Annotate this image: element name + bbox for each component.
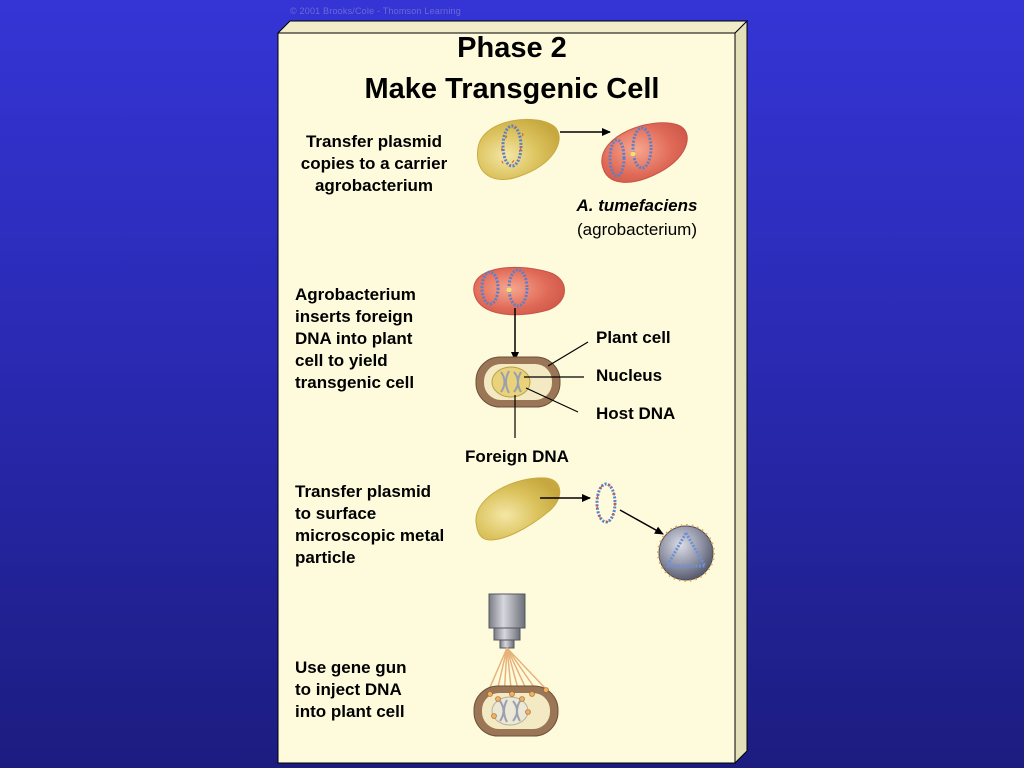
agrobacterium-2: [473, 266, 565, 316]
title-line-2: Make Transgenic Cell: [365, 73, 660, 105]
agrobacterium-1: [601, 122, 688, 183]
step-1-line-3: agrobacterium: [315, 176, 433, 195]
step-2-line-3: DNA into plant: [295, 329, 413, 348]
step-1-line-1: Transfer plasmid: [306, 132, 442, 151]
step-2-line-1: Agrobacterium: [295, 285, 416, 304]
carrier-bacterium-2: [475, 477, 561, 541]
gene-gun-icon: [488, 593, 526, 649]
step-4-line-2: to inject DNA: [295, 680, 402, 699]
species-common-label: (agrobacterium): [577, 220, 697, 239]
plant-cell-2: [475, 356, 561, 408]
copyright-notice: © 2001 Brooks/Cole - Thomson Learning: [290, 6, 461, 16]
step-4-line-1: Use gene gun: [295, 658, 406, 677]
metal-particle: [657, 524, 715, 582]
leader-host-dna: [525, 387, 579, 413]
step-3-line-1: Transfer plasmid: [295, 482, 431, 501]
step-3-text: Transfer plasmid to surface microscopic …: [295, 482, 444, 567]
title-line-1: Phase 2: [457, 32, 567, 64]
step-2-line-2: inserts foreign: [295, 307, 413, 326]
plant-cell-label: Plant cell: [596, 328, 671, 347]
plasmid-icon: [608, 138, 626, 178]
plant-cell-4: [473, 685, 559, 737]
step-1-line-2: copies to a carrier: [301, 154, 448, 173]
species-label: A. tumefaciens: [576, 196, 698, 215]
host-dna-icon: [500, 370, 522, 394]
host-dna-icon: [499, 699, 521, 723]
plasmid-free: [595, 482, 617, 524]
step-3-line-4: particle: [295, 548, 355, 567]
leader-plant-cell: [547, 341, 589, 367]
nucleus-label: Nucleus: [596, 366, 662, 385]
step-3-line-3: microscopic metal: [295, 526, 444, 545]
plasmid-icon: [501, 124, 523, 168]
step-4-text: Use gene gun to inject DNA into plant ce…: [295, 658, 406, 721]
nucleus-icon: [491, 366, 531, 398]
step-1-text: Transfer plasmid copies to a carrier agr…: [301, 132, 448, 195]
step-4-line-3: into plant cell: [295, 702, 405, 721]
step-3-line-2: to surface: [295, 504, 376, 523]
step-2-text: Agrobacterium inserts foreign DNA into p…: [295, 285, 416, 392]
step-2-line-4: cell to yield: [295, 351, 388, 370]
panel-side-edge: [734, 19, 748, 765]
arrow-step-3b: [619, 509, 664, 535]
carrier-bacterium-1: [477, 118, 560, 180]
plasmid-icon: [631, 126, 653, 170]
plasmid-icon: [480, 270, 500, 306]
foreign-dna-label: Foreign DNA: [465, 447, 569, 466]
step-2-line-5: transgenic cell: [295, 373, 414, 392]
host-dna-label: Host DNA: [596, 404, 675, 423]
